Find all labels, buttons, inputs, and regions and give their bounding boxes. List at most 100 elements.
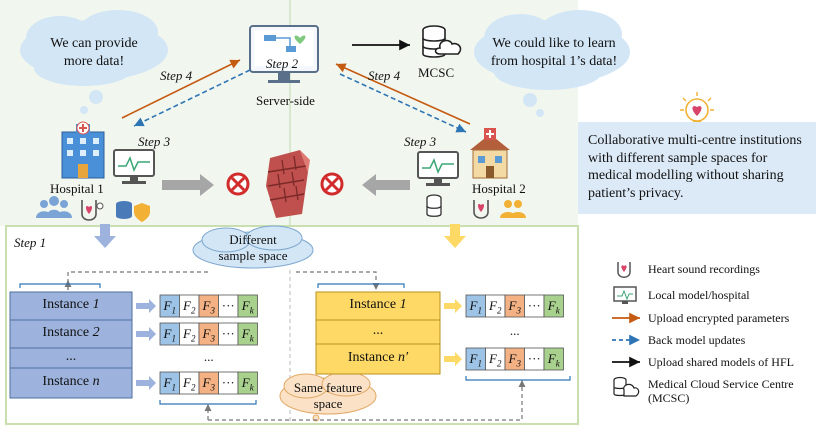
left-features-0-label-3: ···: [221, 298, 235, 313]
legend-heart-sound-icon: [617, 262, 631, 278]
right-features-2-label-2: F3: [508, 351, 521, 369]
left-row-arrow-3: [136, 376, 156, 390]
left-features-0-cell-4: [237, 294, 258, 318]
down-arrow-left: [94, 224, 116, 248]
step4-left-label: Step 4: [160, 68, 193, 83]
down-arrow-right: [444, 224, 466, 248]
cloud-same-line1: Same feature: [293, 380, 363, 395]
left-instance-row-0: Instance 1: [42, 297, 100, 312]
legend-text-2: Upload encrypted parameters: [648, 311, 790, 325]
left-features-1-label-4: Fk: [241, 326, 254, 344]
left-instance-row-3: Instance n: [42, 374, 100, 389]
hospital2-icon: [470, 128, 510, 179]
cloud-same-text: Same feature space: [284, 380, 372, 413]
left-instance-row-1: Instance 2: [42, 325, 100, 340]
row-arrows: [136, 299, 462, 390]
cloud-database-icon-right: [426, 194, 442, 217]
legend-monitor-icon: [613, 286, 637, 304]
right-features-0-label-0: F1: [469, 298, 482, 316]
left-features-3-label-2: F3: [202, 375, 215, 393]
mcsc-label: MCSC: [418, 65, 455, 80]
patients-icon: [36, 196, 72, 218]
database-shield-icon: [116, 201, 150, 222]
server-monitor-icon: [249, 25, 319, 83]
arrow-upload-right: [335, 63, 471, 125]
cloud-right: [474, 10, 630, 117]
cloud-same-line2: space: [313, 396, 343, 412]
legend-text-5: Medical Cloud Service Centre (MCSC): [648, 377, 794, 406]
right-features-0-cell-4: [543, 294, 564, 318]
left-features-0-label-1: F2: [183, 298, 196, 316]
right-features-0-label-2: F3: [508, 298, 521, 316]
left-instance-table: [9, 291, 133, 399]
left-features-1-cell-4: [237, 322, 258, 346]
gray-arrow-left: [162, 174, 214, 196]
arrow-back-left: [133, 69, 251, 127]
legend-cloud-database-icon: [613, 376, 640, 397]
lightbulb-heart-icon: [680, 92, 714, 125]
step2-label: Step 2: [266, 56, 299, 71]
right-features-2-cell-4: [543, 347, 564, 371]
feature-cells: [159, 294, 564, 395]
arrow-upload-left: [121, 59, 241, 119]
right-features-2-label-1: F2: [489, 351, 502, 369]
brace-right: [465, 376, 571, 381]
prohibited-icon-right: [320, 172, 344, 196]
right-instance-table: [315, 291, 441, 375]
patients-icon-right: [500, 200, 526, 218]
left-features-1-label-0: F1: [163, 326, 176, 344]
step4-right-label: Step 4: [368, 68, 401, 83]
left-instance-row-2: ...: [65, 349, 77, 364]
brace-top-left: [19, 283, 101, 288]
left-features-3-label-0: F1: [163, 375, 176, 393]
info-panel: Collaborative multi-centre institutions …: [578, 122, 816, 214]
right-features-2-label-0: F1: [469, 351, 482, 369]
right-feature-ellipsis: ...: [509, 323, 520, 338]
prohibited-icon-left: [226, 172, 250, 196]
cloud-right-line1: We could like to learn: [492, 36, 616, 51]
legend-text-4: Upload shared models of HFL: [648, 355, 794, 369]
brace-top-right: [317, 283, 405, 288]
hospital2-label: Hospital 2: [472, 181, 526, 196]
left-features-1-label-3: ···: [221, 326, 235, 341]
heart-sound-icon-right: [473, 200, 489, 219]
step3-right-label: Step 3: [404, 134, 437, 149]
arrow-back-right: [339, 73, 467, 133]
left-features-0-label-4: Fk: [241, 298, 254, 316]
cloud-right-text: We could like to learn from hospital 1’s…: [476, 35, 632, 70]
left-features-1-label-2: F3: [202, 326, 215, 344]
right-features-0-label-3: ···: [527, 298, 541, 313]
right-instance-row-2: Instance n′: [347, 350, 409, 365]
cloud-database-icon: [422, 25, 462, 58]
left-features-3-label-3: ···: [221, 375, 235, 390]
cloud-left-text: We can provide more data!: [34, 35, 154, 70]
left-features-3-label-1: F2: [183, 375, 196, 393]
left-features-0-label-0: F1: [163, 298, 176, 316]
cloud-same: [279, 371, 377, 422]
right-row-arrow-2: [444, 352, 462, 366]
right-features-0-label-1: F2: [489, 298, 502, 316]
right-features-2-label-4: Fk: [547, 351, 560, 369]
right-row-arrow-0: [444, 299, 462, 313]
step3-left-label: Step 3: [138, 134, 171, 149]
cloud-different-line2: sample space: [218, 248, 288, 264]
hospital1-icon: [61, 121, 105, 179]
right-instance-row-0: Instance 1: [349, 297, 407, 312]
firewall-icon: [266, 150, 310, 218]
legend-text-1: Local model/hospital: [648, 288, 750, 302]
left-feature-ellipsis: ...: [203, 349, 214, 364]
cloud-left-line2: more data!: [63, 53, 125, 69]
left-features-3-cell-4: [237, 371, 258, 395]
cloud-different-text: Different sample space: [205, 232, 301, 265]
legend-text-0: Heart sound recordings: [648, 262, 760, 276]
info-panel-text: Collaborative multi-centre institutions …: [588, 133, 802, 201]
heart-sound-icon-left: [81, 200, 104, 221]
bracket-top-left: [67, 271, 208, 290]
right-instance-row-1: ...: [372, 323, 384, 338]
cloud-left: [20, 10, 168, 114]
cloud-different: [192, 225, 314, 269]
right-features-2-label-3: ···: [527, 351, 541, 366]
hospital1-label: Hospital 1: [50, 181, 104, 196]
left-row-arrow-0: [136, 299, 156, 313]
